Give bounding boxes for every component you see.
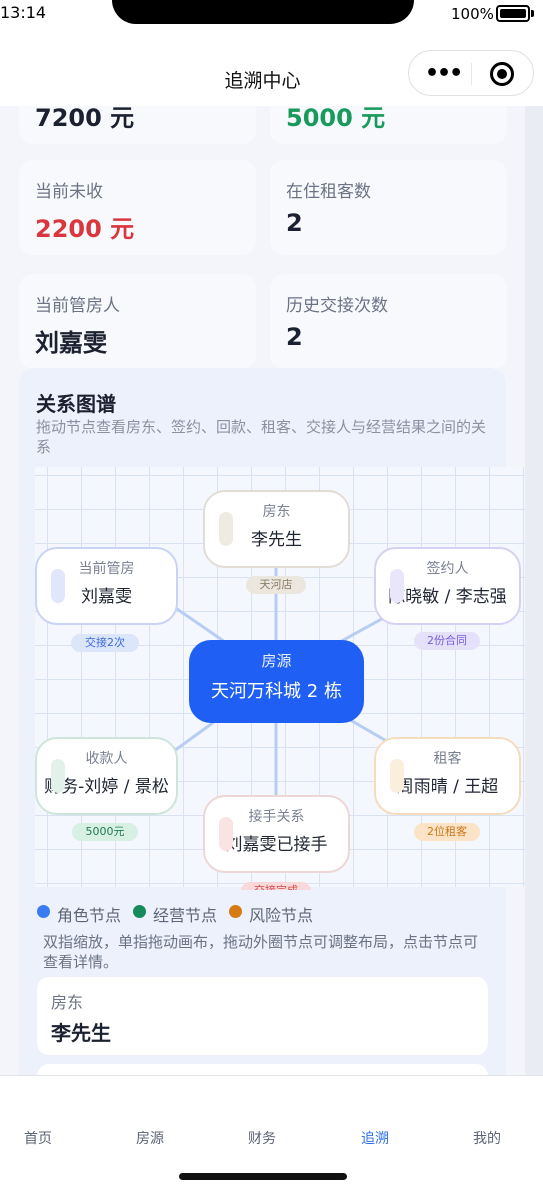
node-landlord-name: 李先生 (251, 530, 302, 550)
device-notch (112, 0, 414, 24)
node-landlord-marker (219, 512, 233, 546)
legend-role-dot (37, 905, 50, 918)
badge-signer: 2份合同 (414, 632, 480, 650)
badge-manager: 交接2次 (71, 634, 139, 652)
relation-title: 关系图谱 (36, 392, 116, 416)
tab-bar: 首页 房源 财务 追溯 我的 (0, 1075, 543, 1185)
node-center-role: 房源 (261, 652, 292, 670)
node-manager-role: 当前管房 (78, 561, 135, 577)
tab-trace[interactable]: 追溯 (361, 1131, 389, 1147)
node-signer-role: 签约人 (426, 561, 469, 577)
stat-tenants-label: 在住租客数 (286, 182, 371, 202)
detail-card-landlord[interactable]: 房东 李先生 (37, 977, 488, 1055)
node-collector-name: 财务-刘婷 / 景松 (44, 777, 169, 797)
status-bar: 13:14 100% (0, 0, 543, 30)
battery-tip (531, 10, 534, 17)
stat-card-manager[interactable]: 当前管房人 刘嘉雯 (19, 274, 256, 369)
node-handover[interactable]: 接手关系 刘嘉雯已接手 (203, 795, 350, 873)
node-center-name: 天河万科城 2 栋 (211, 681, 342, 702)
stat-card-tenants[interactable]: 在住租客数 2 (270, 160, 507, 255)
stat-tenants-value: 2 (286, 209, 303, 237)
legend-risk-label: 风险节点 (249, 906, 314, 925)
node-tenant-name: 周雨晴 / 王超 (396, 777, 499, 797)
scroll-rail (525, 106, 543, 1076)
badge-landlord: 天河店 (246, 576, 306, 594)
stat-unpaid-label: 当前未收 (35, 182, 103, 202)
page-title: 追溯中心 (224, 70, 301, 92)
node-manager-name: 刘嘉雯 (81, 587, 132, 607)
node-handover-name: 刘嘉雯已接手 (225, 835, 328, 855)
legend-business-dot (133, 905, 146, 918)
more-icon[interactable]: ••• (425, 61, 463, 86)
node-collector-marker (51, 759, 65, 793)
node-signer-marker (390, 569, 404, 603)
node-tenant[interactable]: 租客 周雨晴 / 王超 (374, 737, 521, 815)
stat-income-value: 7200 元 (35, 104, 135, 132)
node-manager-marker (51, 569, 65, 603)
tab-property[interactable]: 房源 (136, 1131, 164, 1147)
mini-program-capsule: ••• (408, 50, 534, 96)
node-handover-marker (219, 817, 233, 851)
home-indicator (179, 1173, 347, 1180)
legend-risk-dot (229, 905, 242, 918)
stat-manager-value: 刘嘉雯 (35, 329, 107, 357)
status-time: 13:14 (0, 3, 47, 22)
capsule-divider (471, 63, 472, 85)
node-tenant-marker (390, 759, 404, 793)
close-target-icon[interactable] (490, 62, 514, 86)
tab-mine[interactable]: 我的 (473, 1131, 501, 1147)
node-signer[interactable]: 签约人 陈晓敏 / 李志强 (374, 547, 521, 625)
relation-description: 拖动节点查看房东、签约、回款、租客、交接人与经营结果之间的关系 (36, 418, 487, 456)
battery-percent: 100% (451, 5, 494, 23)
badge-collector: 5000元 (72, 823, 138, 841)
node-collector[interactable]: 收款人 财务-刘婷 / 景松 (35, 737, 178, 815)
badge-handover: 交接完成 (241, 882, 311, 890)
node-center-property[interactable]: 房源 天河万科城 2 栋 (189, 640, 364, 723)
tab-finance[interactable]: 财务 (248, 1131, 276, 1147)
node-tenant-role: 租客 (433, 751, 462, 767)
legend-role-label: 角色节点 (57, 906, 122, 925)
stat-collected-value: 5000 元 (286, 104, 386, 132)
stat-manager-label: 当前管房人 (35, 296, 120, 316)
node-signer-name: 陈晓敏 / 李志强 (388, 587, 507, 607)
detail-value: 李先生 (51, 1021, 111, 1045)
badge-tenant: 2位租客 (414, 823, 480, 841)
stat-card-handover[interactable]: 历史交接次数 2 (270, 274, 507, 369)
legend-business-label: 经营节点 (153, 906, 218, 925)
node-landlord-role: 房东 (262, 504, 291, 520)
canvas-bottom-clip: 交接完成 (35, 880, 525, 890)
node-collector-role: 收款人 (85, 751, 128, 767)
stat-handover-value: 2 (286, 323, 303, 351)
nav-bar: 追溯中心 ••• (0, 30, 543, 106)
tab-home[interactable]: 首页 (24, 1131, 52, 1147)
detail-label: 房东 (51, 993, 84, 1012)
stat-unpaid-value: 2200 元 (35, 215, 135, 243)
node-manager[interactable]: 当前管房 刘嘉雯 (35, 547, 178, 625)
stat-card-unpaid[interactable]: 当前未收 2200 元 (19, 160, 256, 255)
node-landlord[interactable]: 房东 李先生 (203, 490, 350, 568)
stat-handover-label: 历史交接次数 (286, 296, 388, 316)
node-handover-role: 接手关系 (248, 809, 305, 825)
battery-icon (496, 5, 530, 22)
graph-usage-hint: 双指缩放，单指拖动画布，拖动外圈节点可调整布局，点击节点可查看详情。 (43, 933, 479, 971)
